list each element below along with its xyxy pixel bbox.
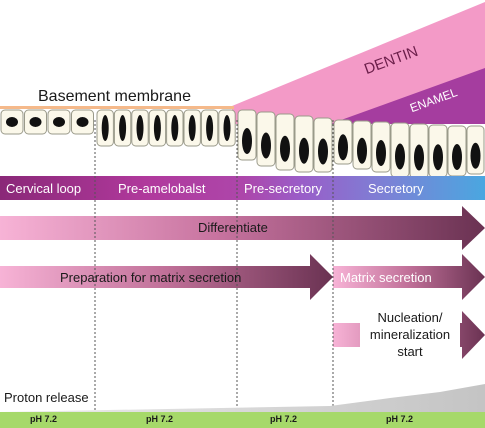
nucleus-20 — [376, 140, 386, 166]
matrix-secretion-label: Matrix secretion — [340, 270, 432, 285]
nucleus-8 — [153, 115, 161, 141]
ph-label-4: pH 7.2 — [386, 414, 414, 424]
nucleus-25 — [470, 142, 481, 169]
nucleus-4 — [76, 117, 89, 127]
nucleation-label: Nucleation/ mineralization start — [360, 309, 460, 360]
nucleus-17 — [318, 138, 328, 165]
nucleus-11 — [206, 115, 214, 141]
nucleation-label-line-3: start — [397, 344, 423, 359]
nucleus-12 — [223, 115, 231, 141]
nucleus-21 — [395, 143, 405, 170]
differentiate-arrow — [0, 206, 485, 250]
nucleus-16 — [299, 137, 309, 164]
nucleus-14 — [261, 132, 271, 159]
nucleation-label-line-2: mineralization — [369, 327, 451, 342]
nucleus-1 — [6, 117, 18, 127]
ph-label-2: pH 7.2 — [146, 414, 174, 424]
nucleus-10 — [188, 115, 196, 141]
stage-label-secretory: Secretory — [368, 181, 424, 196]
preparation-label: Preparation for matrix secretion — [60, 270, 242, 285]
nucleus-5 — [101, 115, 109, 141]
nucleus-7 — [136, 115, 144, 141]
stage-label-pre-secretory: Pre-secretory — [244, 181, 323, 196]
cell-layer — [0, 109, 485, 179]
nucleus-2 — [29, 117, 42, 127]
nucleus-24 — [452, 144, 462, 170]
nucleation-label-bg — [360, 305, 460, 361]
stage-label-cervical-loop: Cervical loop — [6, 181, 82, 196]
nucleus-18 — [338, 134, 348, 161]
ph-bar — [0, 412, 485, 428]
ph-label-3: pH 7.2 — [270, 414, 298, 424]
basement-membrane-label: Basement membrane — [38, 88, 191, 105]
matrix-secretion-arrow — [333, 254, 485, 300]
nucleus-13 — [242, 128, 252, 154]
basement-membrane-line — [0, 106, 234, 109]
nucleus-6 — [119, 115, 127, 141]
stage-band — [0, 176, 485, 200]
proton-release-label: Proton release — [4, 390, 89, 405]
proton-release-area — [0, 384, 485, 412]
preparation-arrow — [0, 254, 333, 300]
nucleation-label-line-1: Nucleation/ — [377, 310, 443, 325]
nucleus-3 — [53, 117, 65, 127]
ph-label-1: pH 7.2 — [30, 414, 58, 424]
differentiate-label: Differentiate — [198, 220, 268, 235]
enamel-layer — [330, 68, 485, 124]
nucleus-22 — [414, 144, 424, 171]
nucleus-9 — [171, 115, 179, 141]
nucleus-23 — [433, 144, 443, 171]
nucleus-19 — [357, 137, 367, 164]
nucleus-15 — [280, 135, 290, 162]
stage-label-pre-ameloblast: Pre-amelobalst — [118, 181, 206, 196]
